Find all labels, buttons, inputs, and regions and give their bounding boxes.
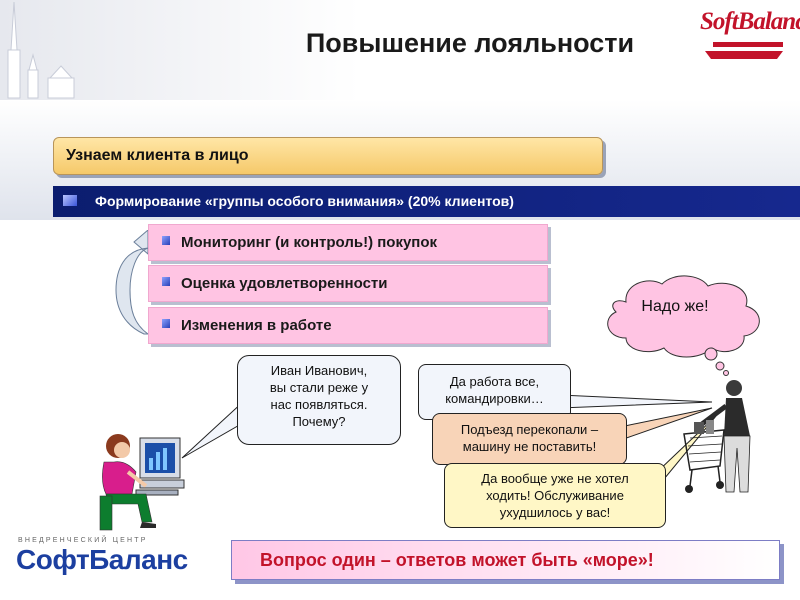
- question-bubble: Иван Иванович, вы стали реже у нас появл…: [237, 355, 401, 445]
- section-subheading: Формирование «группы особого внимания» (…: [53, 186, 800, 217]
- page-title: Повышение лояльности: [305, 28, 635, 58]
- spire-illustration: [7, 1, 75, 99]
- woman-at-computer-illustration: [99, 434, 185, 531]
- action-item-monitoring: Мониторинг (и контроль!) покупок: [148, 224, 548, 261]
- section-heading: Узнаем клиента в лицо: [53, 137, 603, 175]
- bubble-line: машину не поставить!: [462, 439, 597, 454]
- bubble-line: командировки…: [445, 391, 544, 406]
- section-subheading-text: Формирование «группы особого внимания» (…: [95, 193, 514, 209]
- header-background: [0, 0, 800, 100]
- bubble-line: Почему?: [292, 414, 346, 429]
- conclusion-text: Вопрос один – ответов может быть «море»!: [260, 550, 654, 570]
- section-heading-text: Узнаем клиента в лицо: [66, 147, 249, 164]
- bubble-line: ходить! Обслуживание: [486, 488, 624, 503]
- action-item-satisfaction: Оценка удовлетворенности: [148, 265, 548, 302]
- bubble-line: Да работа все,: [449, 374, 540, 389]
- answer-bubble-work: Да работа все, командировки…: [418, 364, 571, 420]
- bullet-icon: [162, 277, 170, 286]
- cycle-arrow-icon: [115, 230, 150, 335]
- answer-bubble-service: Да вообще уже не хотел ходить! Обслужива…: [444, 463, 666, 528]
- bubble-line: нас появляться.: [270, 397, 368, 412]
- action-item-label: Оценка удовлетворенности: [181, 275, 388, 292]
- bullet-icon: [162, 236, 170, 245]
- bullet-icon: [162, 319, 170, 328]
- thought-text: Надо же!: [641, 298, 709, 315]
- logo-underline-icon: [705, 42, 783, 59]
- bubble-line: Подъезд перекопали –: [460, 422, 599, 437]
- answer-bubble-parking: Подъезд перекопали – машину не поставить…: [432, 413, 627, 465]
- action-item-label: Мониторинг (и контроль!) покупок: [181, 234, 438, 251]
- bubble-line: Да вообще уже не хотел: [481, 471, 629, 486]
- bullet-icon: [63, 195, 77, 206]
- softbalance-logo: SoftBalance: [700, 8, 800, 35]
- action-item-label: Изменения в работе: [181, 317, 332, 334]
- softbalance-ru-logo: СофтБаланс: [16, 544, 188, 575]
- bubble-line: ухудшилось у вас!: [499, 505, 611, 520]
- conclusion-banner: Вопрос один – ответов может быть «море»!: [231, 540, 780, 580]
- thought-cloud-icon: [607, 275, 760, 376]
- man-with-cart-illustration: [683, 380, 751, 493]
- action-item-changes: Изменения в работе: [148, 307, 548, 344]
- bubble-line: вы стали реже у: [269, 380, 369, 395]
- bubble-line: Иван Иванович,: [270, 363, 368, 378]
- brand-tagline: ВНЕДРЕНЧЕСКИЙ ЦЕНТР: [18, 537, 148, 544]
